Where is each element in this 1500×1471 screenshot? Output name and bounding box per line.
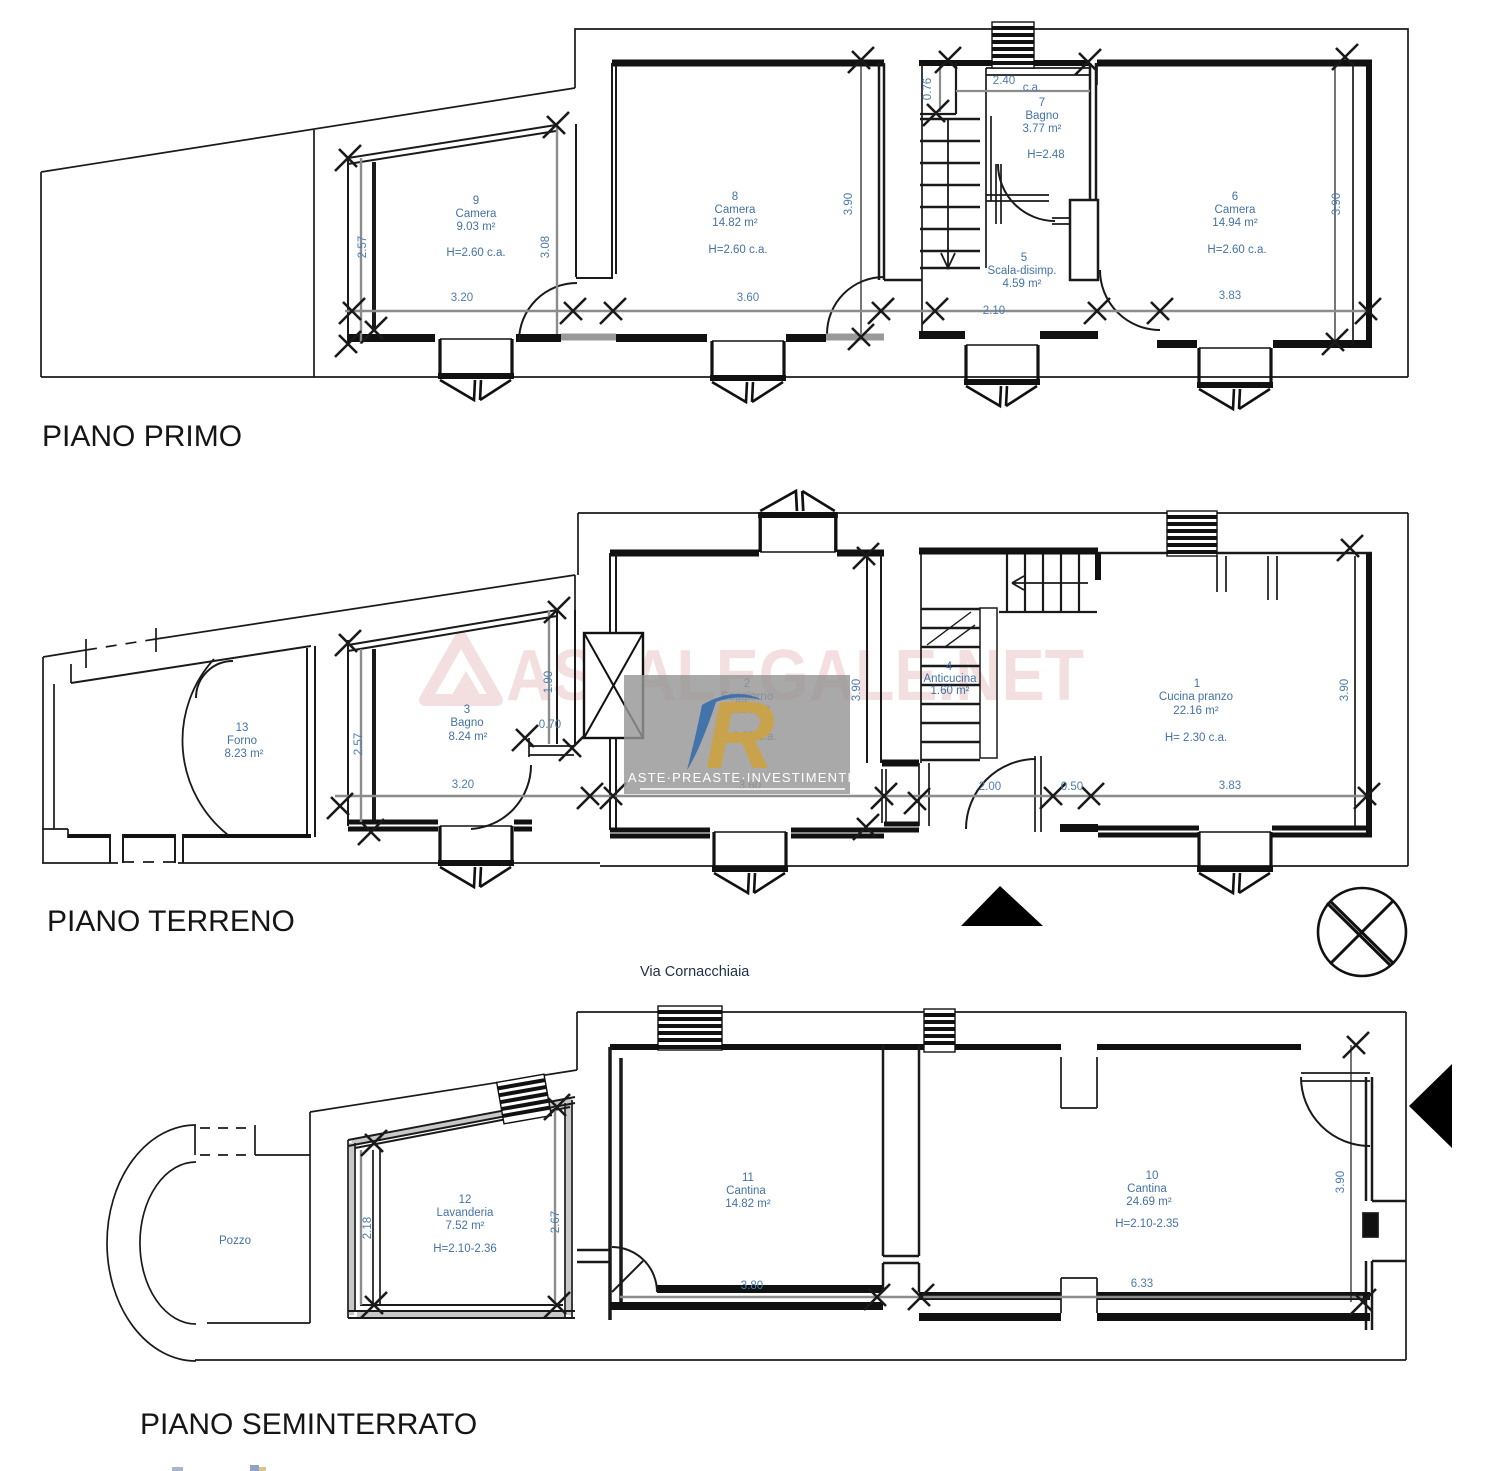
svg-text:8: 8	[732, 191, 738, 203]
svg-text:Cantina: Cantina	[726, 1185, 766, 1197]
svg-text:1.60 m²: 1.60 m²	[931, 685, 970, 697]
svg-text:c.a.: c.a.	[1023, 82, 1042, 94]
svg-text:2.57: 2.57	[353, 733, 365, 755]
svg-text:2.18: 2.18	[362, 1217, 374, 1239]
svg-text:PIANO SEMINTERRATO: PIANO SEMINTERRATO	[140, 1408, 477, 1441]
svg-text:H= 2.30 c.a.: H= 2.30 c.a.	[1165, 732, 1227, 744]
svg-text:Cucina pranzo: Cucina pranzo	[1159, 691, 1233, 703]
svg-text:PIANO PRIMO: PIANO PRIMO	[42, 420, 242, 453]
svg-text:3.90: 3.90	[851, 679, 863, 701]
svg-text:H=2.60 c.a.: H=2.60 c.a.	[446, 247, 505, 259]
svg-text:4.59 m²: 4.59 m²	[1003, 278, 1042, 290]
svg-text:10: 10	[1146, 1170, 1159, 1182]
svg-text:3.90: 3.90	[1339, 679, 1351, 701]
svg-text:3.80: 3.80	[741, 1280, 763, 1292]
svg-text:14.82 m²: 14.82 m²	[712, 217, 758, 229]
svg-text:1.90: 1.90	[543, 671, 555, 693]
svg-text:5: 5	[1021, 252, 1027, 264]
svg-text:H=2.10-2.35: H=2.10-2.35	[1115, 1218, 1179, 1230]
svg-text:8.24 m²: 8.24 m²	[449, 731, 488, 743]
svg-text:H=2.10-2.36: H=2.10-2.36	[433, 1243, 497, 1255]
svg-text:Lavanderia: Lavanderia	[437, 1207, 495, 1219]
svg-text:3.90: 3.90	[1331, 193, 1343, 215]
svg-text:0.70: 0.70	[539, 719, 561, 731]
svg-text:H=2.60 c.a.: H=2.60 c.a.	[708, 244, 767, 256]
svg-text:9.03 m²: 9.03 m²	[457, 221, 496, 233]
svg-text:2.67: 2.67	[550, 1211, 562, 1233]
svg-text:Bagno: Bagno	[450, 717, 483, 729]
svg-text:6: 6	[1232, 191, 1238, 203]
svg-text:3.90: 3.90	[1335, 1171, 1347, 1193]
svg-text:3.83: 3.83	[1219, 290, 1241, 302]
svg-text:7: 7	[1039, 97, 1045, 109]
svg-text:11: 11	[742, 1172, 754, 1184]
svg-text:3.90: 3.90	[843, 193, 855, 215]
svg-text:0.76: 0.76	[922, 78, 934, 100]
svg-text:3.60: 3.60	[737, 292, 759, 304]
svg-text:3.20: 3.20	[451, 292, 473, 304]
svg-text:2.40: 2.40	[993, 75, 1015, 87]
svg-text:9: 9	[473, 195, 479, 207]
svg-text:4: 4	[946, 661, 953, 673]
svg-text:2.00: 2.00	[979, 781, 1001, 793]
svg-text:Cantina: Cantina	[1127, 1183, 1167, 1195]
svg-text:2.57: 2.57	[357, 236, 369, 258]
svg-text:14.82 m²: 14.82 m²	[725, 1198, 771, 1210]
svg-text:3.77 m²: 3.77 m²	[1023, 123, 1062, 135]
svg-text:14.94 m²: 14.94 m²	[1212, 217, 1258, 229]
svg-text:3: 3	[464, 704, 470, 716]
svg-text:H=2.48: H=2.48	[1027, 149, 1064, 161]
svg-text:Anticucina: Anticucina	[923, 673, 977, 685]
svg-text:8.23 m²: 8.23 m²	[225, 748, 264, 760]
svg-text:3.20: 3.20	[452, 779, 474, 791]
svg-text:22.16 m²: 22.16 m²	[1173, 705, 1219, 717]
svg-text:0.50: 0.50	[1061, 781, 1083, 793]
svg-text:H=2.60 c.a.: H=2.60 c.a.	[1207, 244, 1266, 256]
svg-text:Scala-disimp.: Scala-disimp.	[987, 265, 1056, 277]
svg-text:Camera: Camera	[456, 208, 498, 220]
svg-text:Camera: Camera	[1215, 204, 1257, 216]
svg-text:Camera: Camera	[715, 204, 757, 216]
svg-text:2.10: 2.10	[983, 305, 1005, 317]
svg-text:Bagno: Bagno	[1025, 110, 1058, 122]
svg-text:12: 12	[459, 1194, 472, 1206]
svg-text:3.83: 3.83	[1219, 780, 1241, 792]
svg-text:6.33: 6.33	[1131, 1278, 1153, 1290]
svg-text:ASTE·PREASTE·INVESTIMENTI: ASTE·PREASTE·INVESTIMENTI	[628, 770, 852, 785]
svg-text:PIANO TERRENO: PIANO TERRENO	[47, 905, 295, 938]
svg-text:Via Cornacchiaia: Via Cornacchiaia	[640, 964, 750, 980]
svg-text:13: 13	[236, 722, 249, 734]
svg-text:3.08: 3.08	[540, 236, 552, 258]
svg-text:7.52 m²: 7.52 m²	[446, 1220, 485, 1232]
svg-text:24.69 m²: 24.69 m²	[1126, 1196, 1172, 1208]
svg-text:Pozzo: Pozzo	[219, 1235, 251, 1247]
svg-text:1: 1	[1194, 678, 1200, 690]
svg-text:Forno: Forno	[227, 735, 257, 747]
